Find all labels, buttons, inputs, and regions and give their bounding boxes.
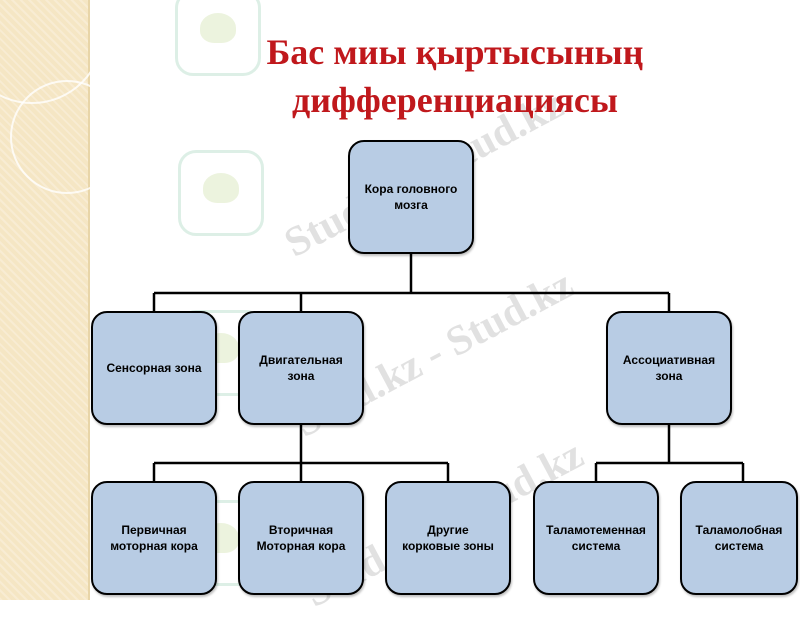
node-thalamoparietal-system: Таламотеменная система <box>533 481 659 595</box>
node-association-zone: Ассоциативная зона <box>606 311 732 425</box>
connector-lines <box>152 253 745 482</box>
band-divider <box>88 0 90 600</box>
node-primary-motor-cortex: Первичная моторная кора <box>91 481 217 595</box>
title-line-1: Бас миы қыртысының <box>266 32 644 72</box>
watermark-logo <box>175 0 261 76</box>
title-line-2: дифференциациясы <box>291 80 619 120</box>
watermark-logo <box>178 150 264 236</box>
node-secondary-motor-cortex: Вторичная Моторная кора <box>238 481 364 595</box>
node-motor-zone: Двигательная зона <box>238 311 364 425</box>
decorative-circle <box>10 80 124 194</box>
node-sensory-zone: Сенсорная зона <box>91 311 217 425</box>
node-thalamofrontal-system: Таламолобная система <box>680 481 798 595</box>
slide-title: Бас миы қыртысының дифференциациясы <box>110 28 800 124</box>
node-root: Кора головного мозга <box>348 140 474 254</box>
node-other-cortical-zones: Другие корковые зоны <box>385 481 511 595</box>
